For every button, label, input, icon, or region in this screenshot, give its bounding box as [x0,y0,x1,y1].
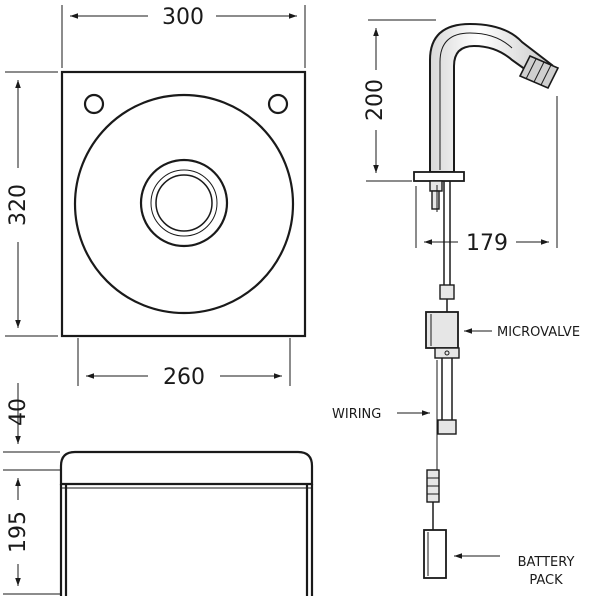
microvalve-callout: MICROVALVE [464,325,580,340]
drain-ring [150,169,218,237]
wiring-connector [426,469,440,530]
dimension-height: 320 [5,71,58,337]
wiring-callout: WIRING [332,407,430,422]
mounting-hole-left [83,93,105,115]
mounting-hole-right [267,93,289,115]
basin-bowl [73,93,295,315]
microvalve-assembly [425,284,460,470]
dimension-spout-height-label: 200 [363,79,388,121]
dimension-spout-reach: 179 [415,96,558,256]
tap-base [413,171,465,182]
dimension-height-label: 320 [6,184,31,226]
battery-pack [423,529,447,579]
basin-plan-view [60,70,307,338]
dimension-rim-height-label: 40 [6,398,31,426]
dimension-inner-width: 260 [77,338,291,390]
dimension-rim-height: 40 [3,383,60,453]
battery-pack-callout: BATTERY PACK [454,553,575,588]
dimension-top-width: 300 [61,5,306,68]
wiring-label: WIRING [332,407,381,422]
basin-side-view [59,450,314,596]
dimension-inner-width-label: 260 [163,365,205,390]
battery-pack-label-line2: PACK [529,573,563,588]
drain-inner [155,174,213,232]
microvalve-label: MICROVALVE [497,325,580,340]
dimension-body-height-label: 195 [6,511,31,553]
drain-outer [139,158,229,248]
dimension-spout-reach-label: 179 [466,231,508,256]
dimension-spout-height: 200 [363,19,436,182]
dimension-body-height: 195 [3,469,60,595]
sensor-tap [413,22,560,285]
dimension-top-width-label: 300 [162,5,204,30]
battery-pack-label-line1: BATTERY [518,555,575,570]
